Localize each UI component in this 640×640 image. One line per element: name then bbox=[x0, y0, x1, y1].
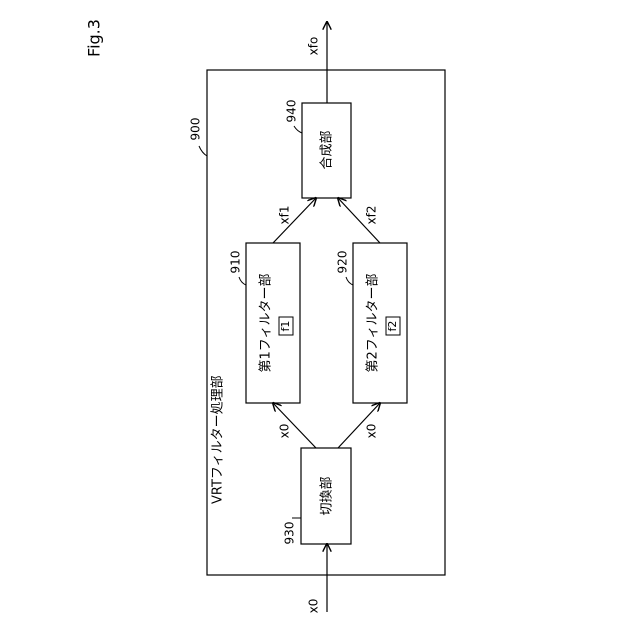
outer-block-label: VRTフィルター処理部 bbox=[211, 375, 226, 504]
synth-block-label: 合成部 bbox=[320, 130, 335, 169]
input-signal-label: x0 bbox=[307, 599, 321, 614]
switch-block-ref: 930 bbox=[283, 522, 297, 545]
filter2-block-ref: 920 bbox=[336, 251, 350, 274]
signal-to-filter1-label: x0 bbox=[278, 424, 292, 439]
synth-block-ref: 940 bbox=[285, 100, 299, 123]
switch-block-label: 切換部 bbox=[320, 476, 335, 515]
filter2-ref-leader bbox=[346, 277, 353, 285]
filter2-block-label: 第2フィルター部 bbox=[366, 273, 381, 372]
signal-from-filter2-label: xf2 bbox=[365, 206, 379, 225]
outer-block-ref: 900 bbox=[189, 118, 203, 141]
output-signal-label: xfo bbox=[307, 37, 321, 56]
filter1-block-label: 第1フィルター部 bbox=[259, 273, 274, 372]
figure-label: Fig.3 bbox=[85, 19, 104, 57]
filter1-tag: f1 bbox=[279, 321, 292, 332]
signal-from-filter1-label: xf1 bbox=[278, 206, 292, 225]
filter1-ref-leader bbox=[239, 277, 246, 285]
synth-ref-leader bbox=[294, 126, 302, 133]
outer-ref-leader bbox=[199, 146, 207, 156]
signal-to-filter2-label: x0 bbox=[365, 424, 379, 439]
filter2-tag: f2 bbox=[386, 321, 399, 332]
filter1-block-ref: 910 bbox=[229, 251, 243, 274]
